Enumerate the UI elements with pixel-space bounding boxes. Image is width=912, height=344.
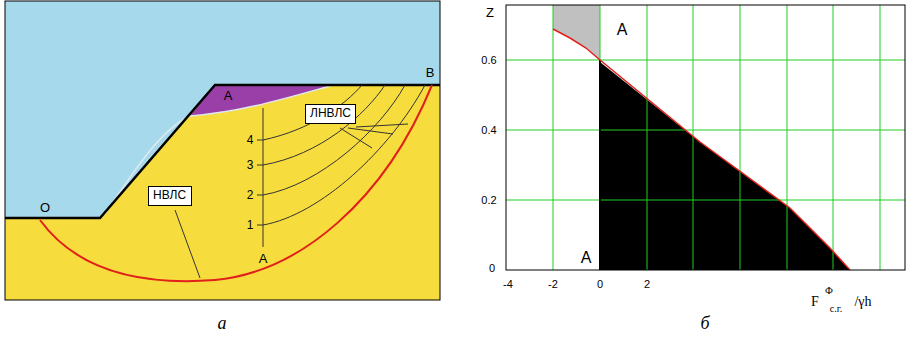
tick-label: 0.4 <box>481 125 496 136</box>
panel-caption: а <box>218 314 227 332</box>
section-line <box>263 108 264 247</box>
tick-label: -2 <box>548 279 558 290</box>
tick-label: 0.6 <box>481 55 496 66</box>
callout-number: 3 <box>247 159 254 171</box>
axis-title: с.г. <box>830 304 842 314</box>
black-region <box>600 62 850 270</box>
leader-lines <box>175 124 408 278</box>
limit-curve <box>553 29 850 270</box>
section-ticks <box>257 140 263 225</box>
tick-label: -4 <box>503 279 513 290</box>
water-area <box>5 1 440 300</box>
tick-label: 2 <box>644 279 650 290</box>
slip-curves <box>263 85 425 225</box>
zone-label: A <box>581 250 592 266</box>
box-text: НВЛС <box>153 189 187 202</box>
callout-number: 1 <box>247 219 254 231</box>
zero-line <box>599 60 601 270</box>
label-box: ЛНВЛС <box>305 104 356 124</box>
plot-frame <box>506 5 905 270</box>
tick-label: 0 <box>489 263 495 274</box>
point-label: O <box>40 201 50 214</box>
slip-surface <box>40 85 432 281</box>
slope-surface <box>5 85 440 218</box>
panel-caption: б <box>700 314 709 332</box>
callout-number: 4 <box>247 134 254 146</box>
zone-boundary <box>105 86 330 214</box>
tick-label: 0 <box>597 279 603 290</box>
callout-number: 2 <box>247 189 254 201</box>
soil-body <box>5 85 440 300</box>
grid <box>506 5 905 270</box>
section-label: A <box>259 252 268 265</box>
axis-title: /γh <box>854 295 871 309</box>
plot-area <box>506 5 905 270</box>
point-label: B <box>426 66 435 79</box>
label-box: НВЛС <box>148 186 192 206</box>
axis-title: F <box>811 295 819 309</box>
axis-title: Z <box>486 6 494 19</box>
axis-title: Ф <box>825 286 833 296</box>
box-text: ЛНВЛС <box>310 107 351 120</box>
panel-frame <box>5 1 440 300</box>
zone-label: A <box>617 22 628 38</box>
tick-label: 0.2 <box>481 195 496 206</box>
zone-label: A <box>224 89 233 102</box>
